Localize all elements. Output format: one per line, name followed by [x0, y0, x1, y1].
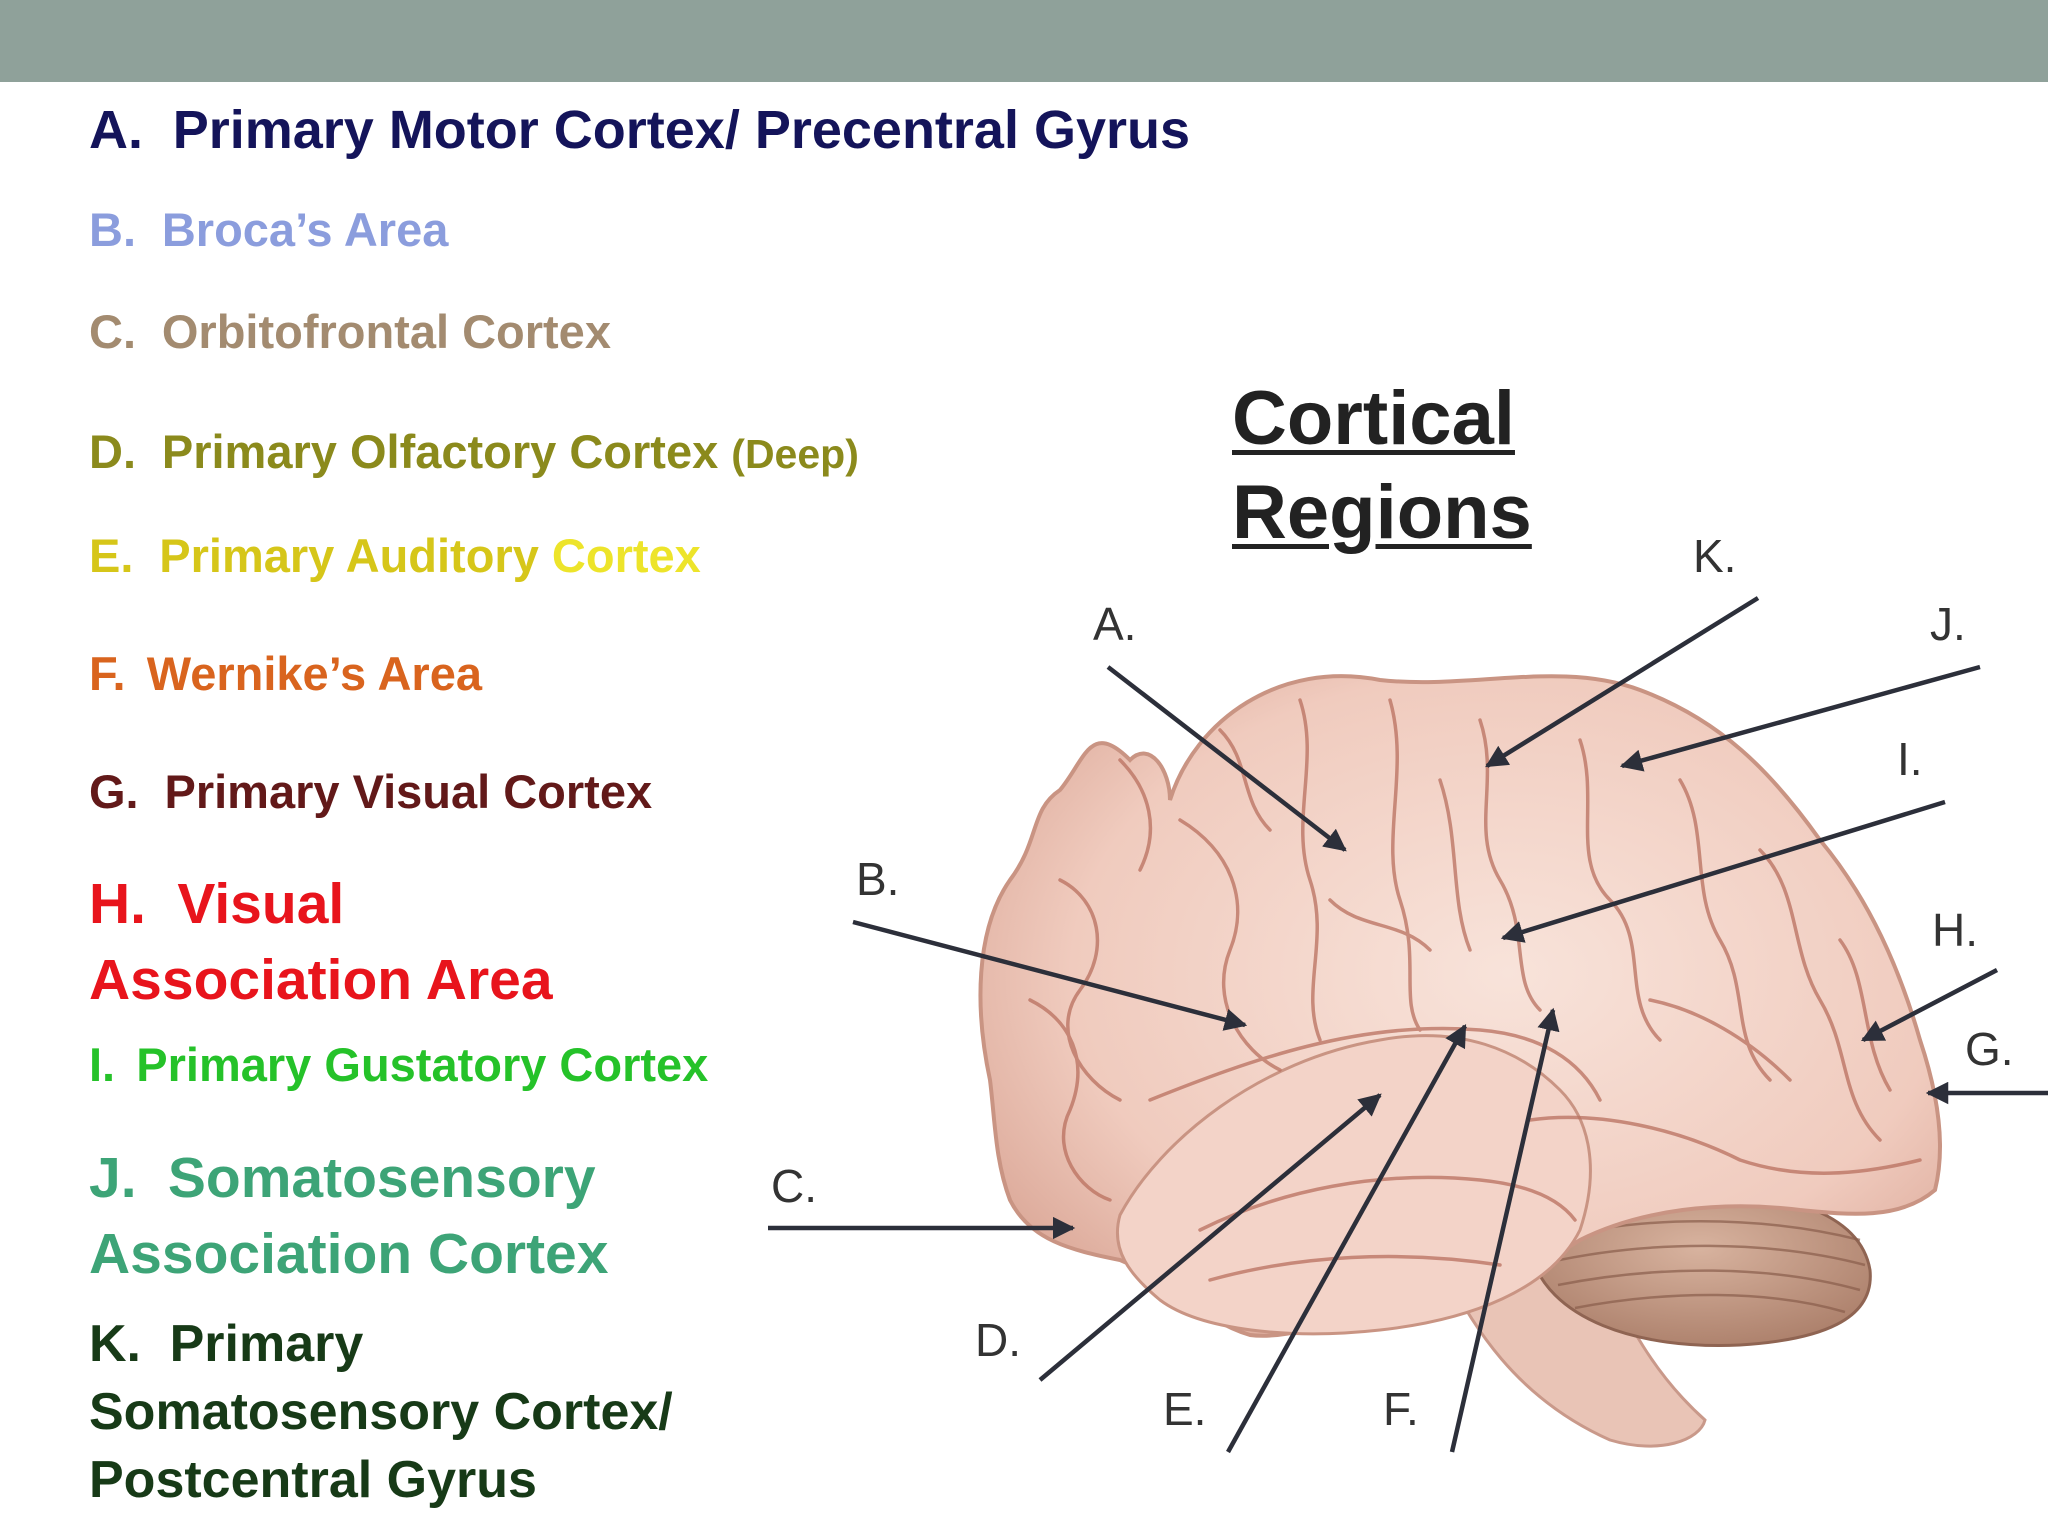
pointer-label-h: H. [1932, 904, 1978, 956]
cortical-sulci [1028, 698, 1922, 1282]
diagram-title: Cortical Regions [1232, 372, 1532, 560]
legend-text: Primary Visual Cortex [164, 765, 653, 818]
title-line-1: Cortical [1232, 376, 1515, 461]
legend-line-1: J. Somatosensory [89, 1140, 608, 1216]
title-line-2: Regions [1232, 470, 1532, 555]
legend-line-2: Association Cortex [89, 1222, 609, 1286]
legend-letter: G. [89, 765, 139, 818]
legend-line-3: Postcentral Gyrus [89, 1451, 537, 1509]
legend-text: Primary Gustatory Cortex [136, 1038, 709, 1091]
legend-item-f: F. Wernike’s Area [89, 646, 482, 702]
pointer-label-j: J. [1930, 598, 1966, 650]
legend-text: Primary Olfactory Cortex [161, 425, 719, 478]
pointer-label-i: I. [1897, 733, 1923, 785]
legend-letter: B. [89, 203, 136, 256]
legend-item-d: D. Primary Olfactory Cortex (Deep) [89, 424, 859, 480]
legend-letter: I. [89, 1038, 116, 1091]
legend-letter: K. [89, 1315, 141, 1373]
pointer-label-c: C. [771, 1160, 817, 1212]
legend-line-2: Somatosensory Cortex/ [89, 1383, 673, 1441]
pointer-label-g: G. [1965, 1023, 2014, 1075]
legend-item-k: K. Primary Somatosensory Cortex/ Postcent… [89, 1310, 673, 1514]
pointer-label-a: A. [1093, 598, 1136, 650]
legend-text: Orbitofrontal Cortex [161, 305, 611, 358]
pointer-labels: A. B. C. D. E. F. G. H. I. J. K. [771, 530, 2014, 1435]
legend-item-j: J. Somatosensory Association Cortex [89, 1140, 608, 1292]
temporal-lobe-shape [1115, 1034, 1592, 1336]
pointer-arrow-b [852, 919, 1248, 1031]
legend-text: Visual [177, 872, 345, 936]
pointer-label-k: K. [1693, 530, 1736, 582]
legend-item-e: E. Primary Auditory Cortex [89, 528, 701, 584]
pointer-arrows [768, 596, 2048, 1454]
legend-note: (Deep) [731, 431, 859, 477]
top-banner-bar [0, 0, 2048, 82]
legend-line-2: Association Area [89, 948, 553, 1012]
legend-item-g: G. Primary Visual Cortex [89, 764, 652, 820]
legend-letter: C. [89, 305, 136, 358]
legend-letter: D. [89, 425, 136, 478]
pointer-label-e: E. [1163, 1383, 1206, 1435]
pointer-arrow-i [1500, 799, 1946, 943]
pointer-arrow-h [1861, 968, 1999, 1042]
legend-text: Primary [169, 1315, 364, 1373]
legend-item-c: C. Orbitofrontal Cortex [89, 304, 611, 360]
legend-item-i: I. Primary Gustatory Cortex [89, 1037, 708, 1093]
pointer-label-f: F. [1383, 1383, 1419, 1435]
legend-letter: A. [89, 100, 143, 160]
legend-letter: J. [89, 1146, 137, 1210]
legend-accent-word: Cortex [551, 529, 701, 582]
legend-text: Primary Auditory [159, 529, 539, 582]
pointer-arrow-j [1619, 664, 1981, 772]
pointer-arrow-f [1449, 1007, 1560, 1453]
legend-letter: H. [89, 872, 146, 936]
legend-line-1: K. Primary [89, 1310, 673, 1378]
legend-text: Broca’s Area [161, 203, 449, 256]
legend-text: Primary Motor Cortex/ Precentral Gyrus [172, 100, 1191, 160]
legend-letter: E. [89, 529, 134, 582]
legend-letter: F. [89, 647, 126, 700]
pointer-arrow-d [1038, 1093, 1382, 1382]
pointer-label-b: B. [856, 853, 899, 905]
legend-line-1: H. Visual [89, 866, 553, 942]
legend-item-a: A. Primary Motor Cortex/ Precentral Gyrus [89, 98, 1190, 163]
pointer-arrow-e [1226, 1024, 1467, 1454]
legend-text: Somatosensory [167, 1146, 596, 1210]
legend-text: Wernike’s Area [146, 647, 482, 700]
legend-item-b: B. Broca’s Area [89, 202, 448, 258]
legend-item-h: H. Visual Association Area [89, 866, 553, 1018]
pointer-label-d: D. [975, 1314, 1021, 1366]
pointer-arrow-k [1485, 596, 1760, 768]
pointer-arrow-a [1106, 665, 1347, 852]
